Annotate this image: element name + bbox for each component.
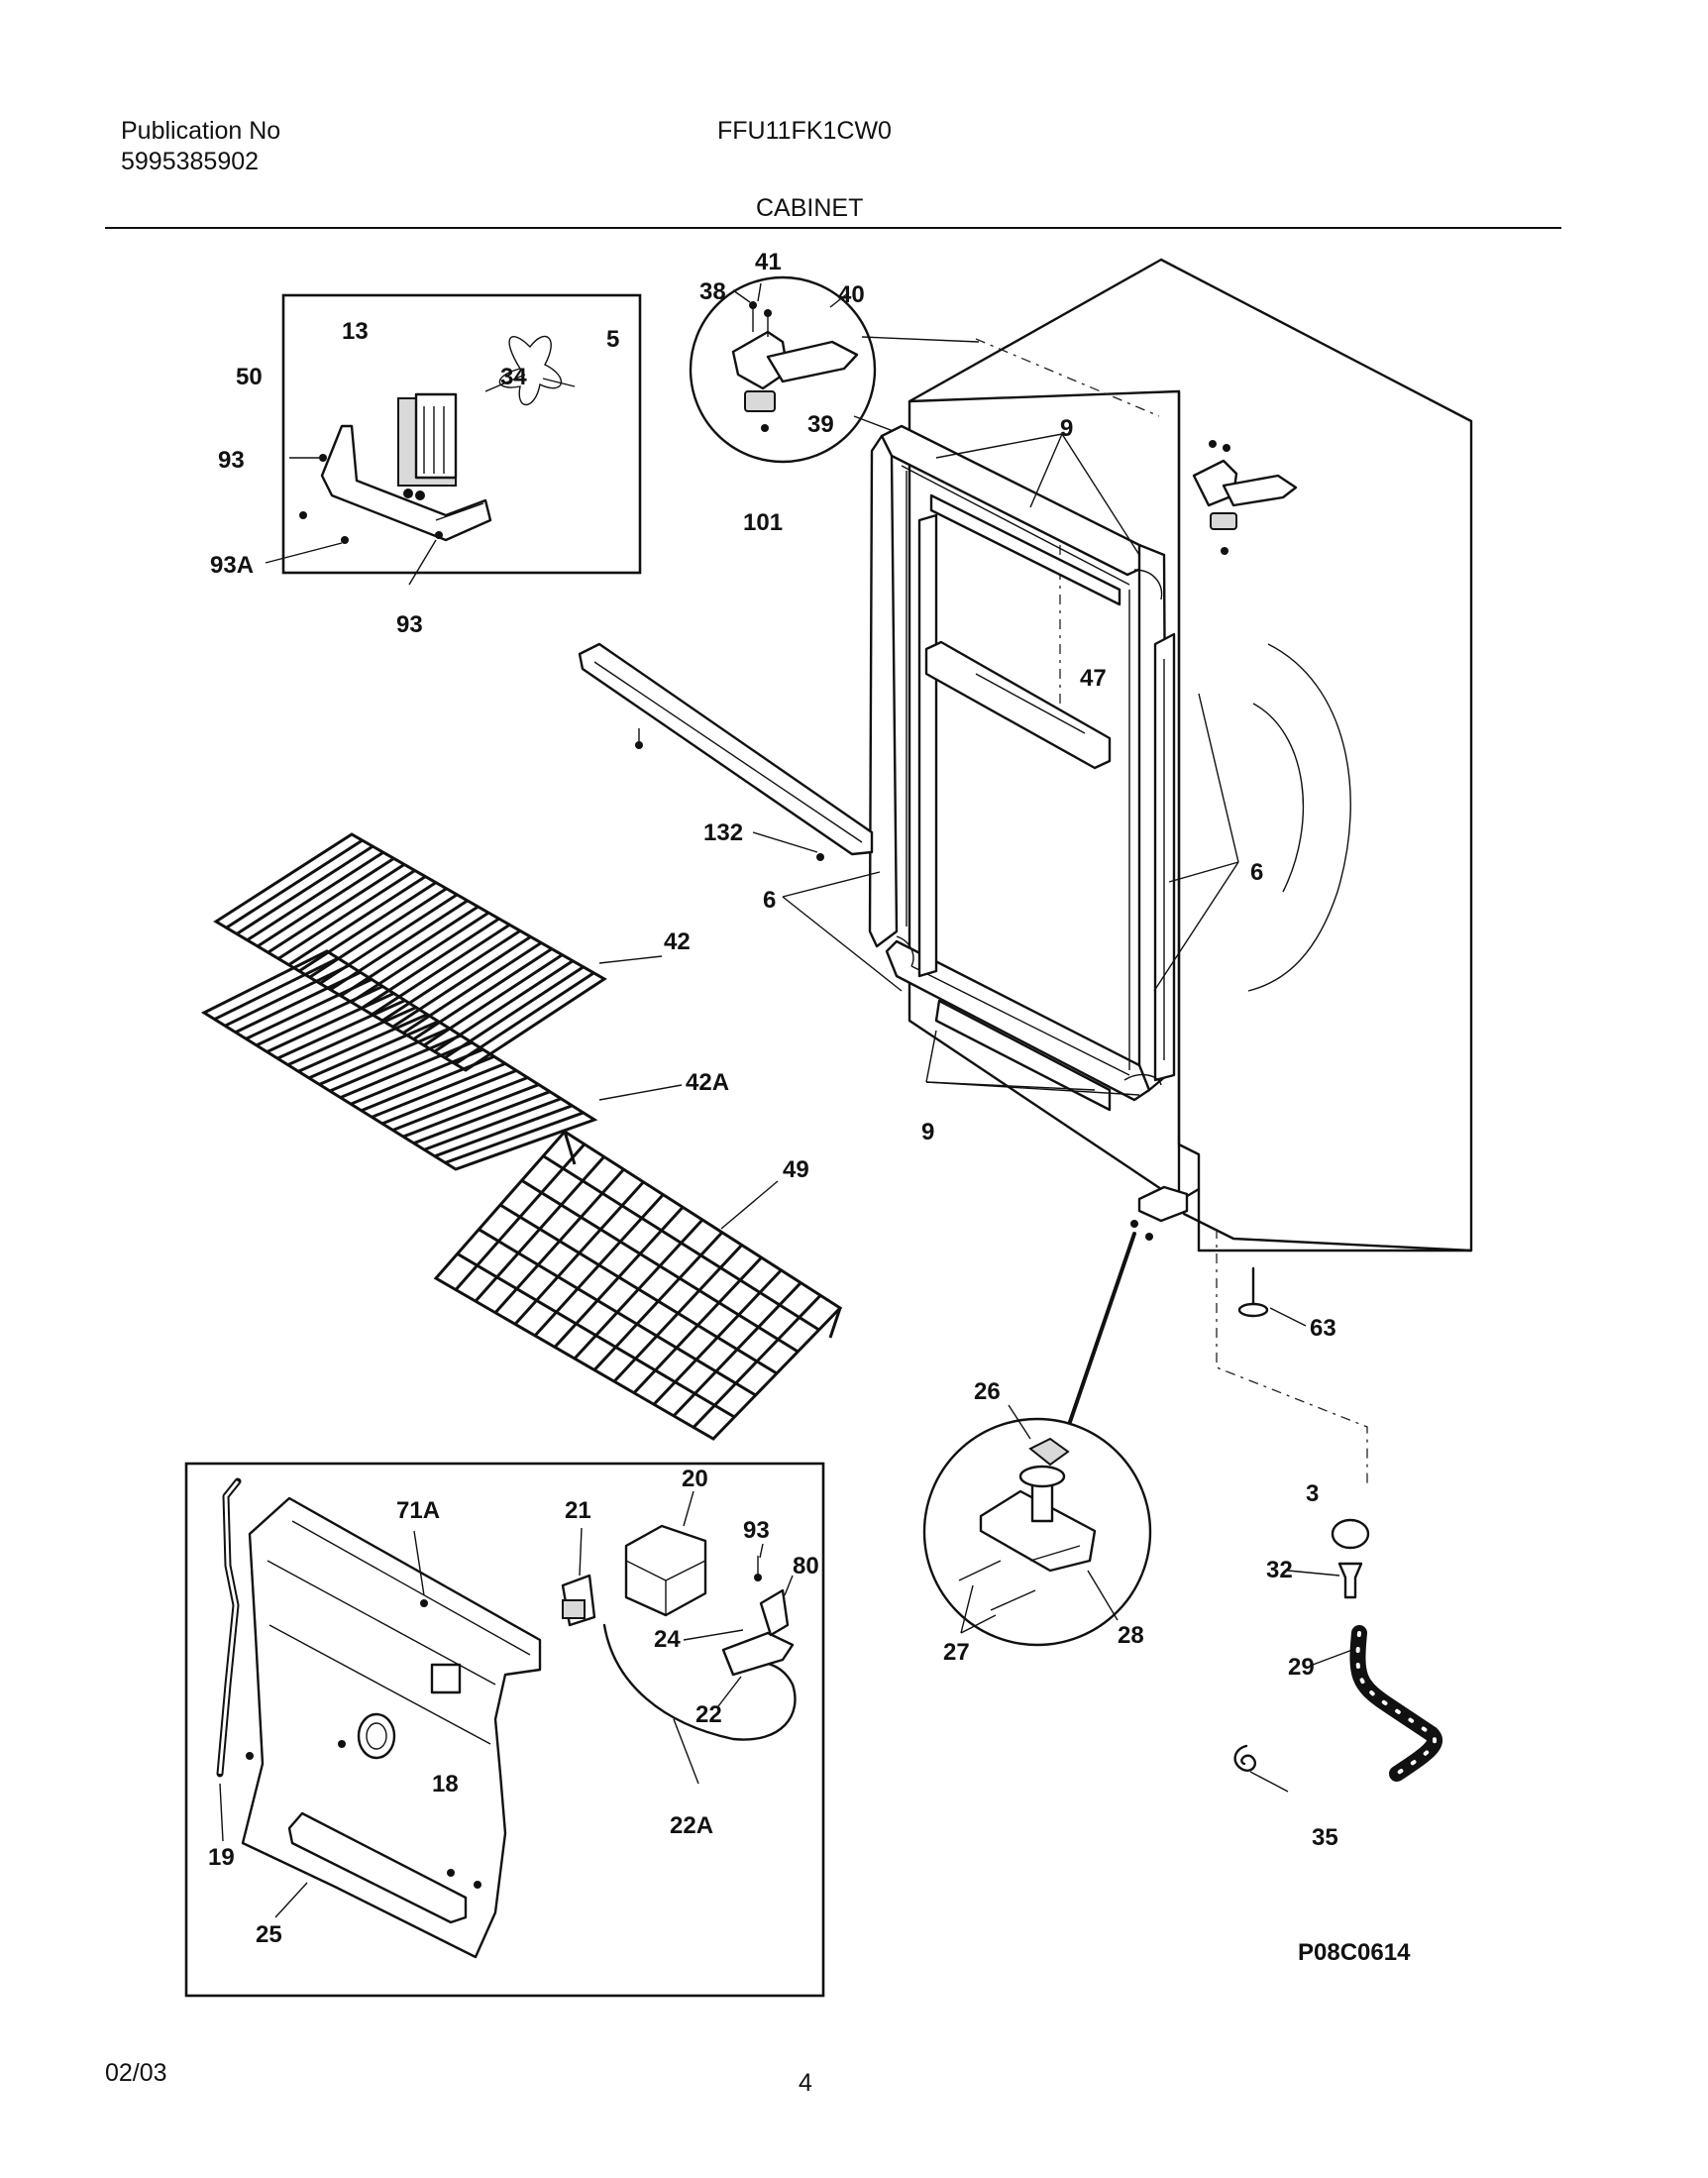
callout-3: 3: [1306, 1480, 1319, 1507]
publication-number: 5995385902: [121, 148, 260, 175]
callout-29: 29: [1288, 1654, 1315, 1681]
header-rule: [105, 227, 1561, 229]
fan-motor: [397, 392, 458, 500]
callout-35: 35: [1312, 1824, 1338, 1851]
callout-9: 9: [921, 1119, 934, 1145]
shelf-rail: [542, 378, 874, 861]
callout-32: 32: [1266, 1557, 1293, 1583]
wire-shelves: [200, 832, 683, 1171]
fan-motor-inset: [265, 293, 642, 586]
callout-71a: 71A: [396, 1497, 440, 1524]
callout-93: 93: [218, 447, 245, 474]
callout-34: 34: [500, 364, 527, 390]
callout-63: 63: [1310, 1315, 1336, 1342]
callout-93: 93: [396, 611, 423, 638]
callout-22: 22: [695, 1701, 722, 1728]
drawing-id: P08C0614: [1298, 1939, 1411, 1966]
part-callouts: 13 5 50 93 93A 93 41 38 40 39 101 9 47 3…: [208, 249, 1338, 1948]
drain-parts: [1233, 1518, 1442, 1793]
callout-28: 28: [1118, 1622, 1144, 1649]
callout-6: 6: [763, 887, 776, 914]
section-title: CABINET: [756, 194, 864, 222]
publication-label: Publication No: [121, 117, 281, 145]
callout-80: 80: [793, 1553, 819, 1579]
callout-49: 49: [783, 1156, 809, 1183]
callout-38: 38: [699, 278, 726, 305]
callout-27: 27: [943, 1639, 970, 1666]
callout-21: 21: [565, 1497, 591, 1524]
callout-20: 20: [682, 1466, 708, 1492]
upper-hinge-detail: [689, 275, 980, 464]
callout-26: 26: [974, 1378, 1001, 1405]
callout-9: 9: [1060, 415, 1073, 442]
model-number: FFU11FK1CW0: [717, 117, 892, 145]
callout-42: 42: [664, 928, 691, 955]
callout-5: 5: [606, 326, 619, 353]
callout-41: 41: [755, 249, 782, 275]
fan-motor-bracket: [299, 424, 492, 544]
rear-panel-inset: [184, 1462, 825, 1998]
callout-47: 47: [1080, 665, 1107, 692]
callout-22a: 22A: [670, 1812, 713, 1839]
frame-leaders: [782, 433, 1239, 1096]
callout-19: 19: [208, 1844, 235, 1871]
callout-18: 18: [432, 1771, 459, 1797]
callout-25: 25: [256, 1921, 282, 1948]
callout-42a: 42A: [686, 1069, 729, 1096]
footer-page-number: 4: [799, 2069, 812, 2097]
callout-93: 93: [743, 1517, 770, 1544]
callout-101: 101: [743, 509, 783, 536]
callout-6: 6: [1250, 859, 1263, 886]
callout-132: 132: [703, 819, 743, 846]
callout-93a: 93A: [210, 552, 254, 579]
cabinet-body: [907, 258, 1473, 1486]
callout-50: 50: [236, 364, 263, 390]
leveling-leg: [1237, 1266, 1307, 1327]
footer-date: 02/03: [105, 2059, 167, 2087]
callout-24: 24: [654, 1626, 681, 1653]
bottom-hinge-detail: [922, 1185, 1189, 1647]
door-gasket-frame: [868, 424, 1176, 1112]
wire-basket: [433, 1130, 843, 1441]
callout-40: 40: [838, 281, 865, 308]
callout-13: 13: [342, 318, 369, 345]
callout-39: 39: [807, 411, 834, 438]
